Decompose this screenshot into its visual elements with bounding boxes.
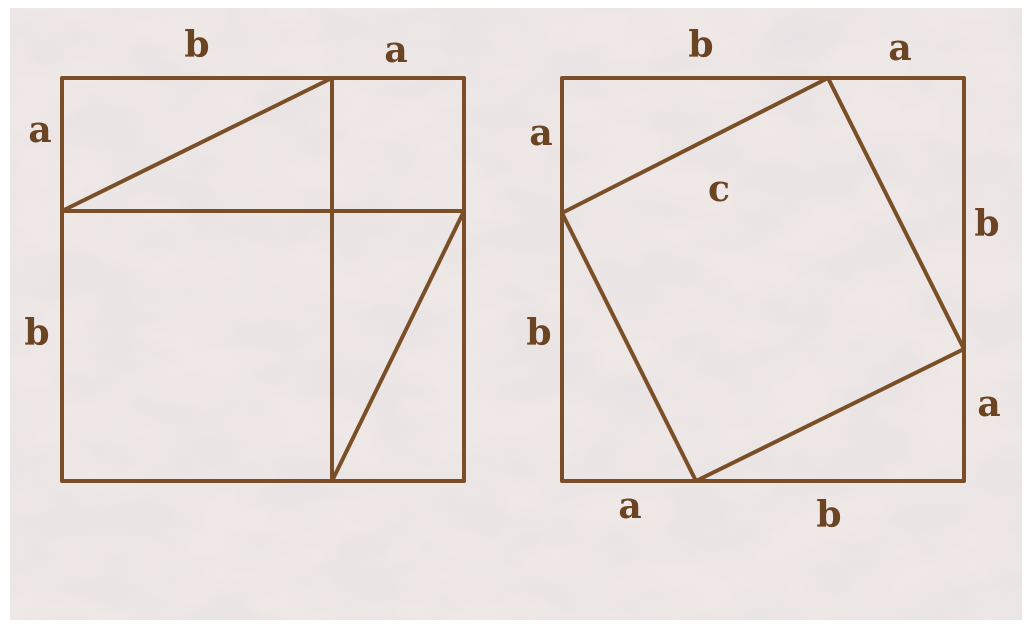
left-label-top-a: a	[384, 29, 407, 71]
right-outer-square	[560, 76, 966, 483]
left-outer-square	[60, 76, 466, 483]
right-label-bottom-b: b	[816, 494, 841, 536]
right-label-top-a: a	[888, 27, 911, 69]
left-square-diagram: b a a b	[24, 24, 466, 483]
right-inner-tilted-square	[560, 76, 966, 483]
left-top-diagonal	[60, 76, 334, 213]
sand-texture	[10, 8, 1022, 620]
right-label-left-b: b	[526, 312, 551, 354]
right-label-right-b: b	[974, 203, 999, 245]
right-label-right-a: a	[977, 383, 1000, 425]
left-label-side-b: b	[24, 312, 49, 354]
left-label-top-b: b	[184, 24, 209, 66]
right-square-diagram: b a a b b a a b c	[526, 24, 1000, 536]
right-label-left-a: a	[529, 112, 552, 154]
right-label-center-c: c	[708, 168, 730, 210]
right-label-top-b: b	[688, 24, 713, 66]
right-label-bottom-a: a	[618, 485, 641, 527]
left-label-side-a: a	[28, 109, 51, 151]
left-bottom-diagonal	[330, 209, 466, 483]
